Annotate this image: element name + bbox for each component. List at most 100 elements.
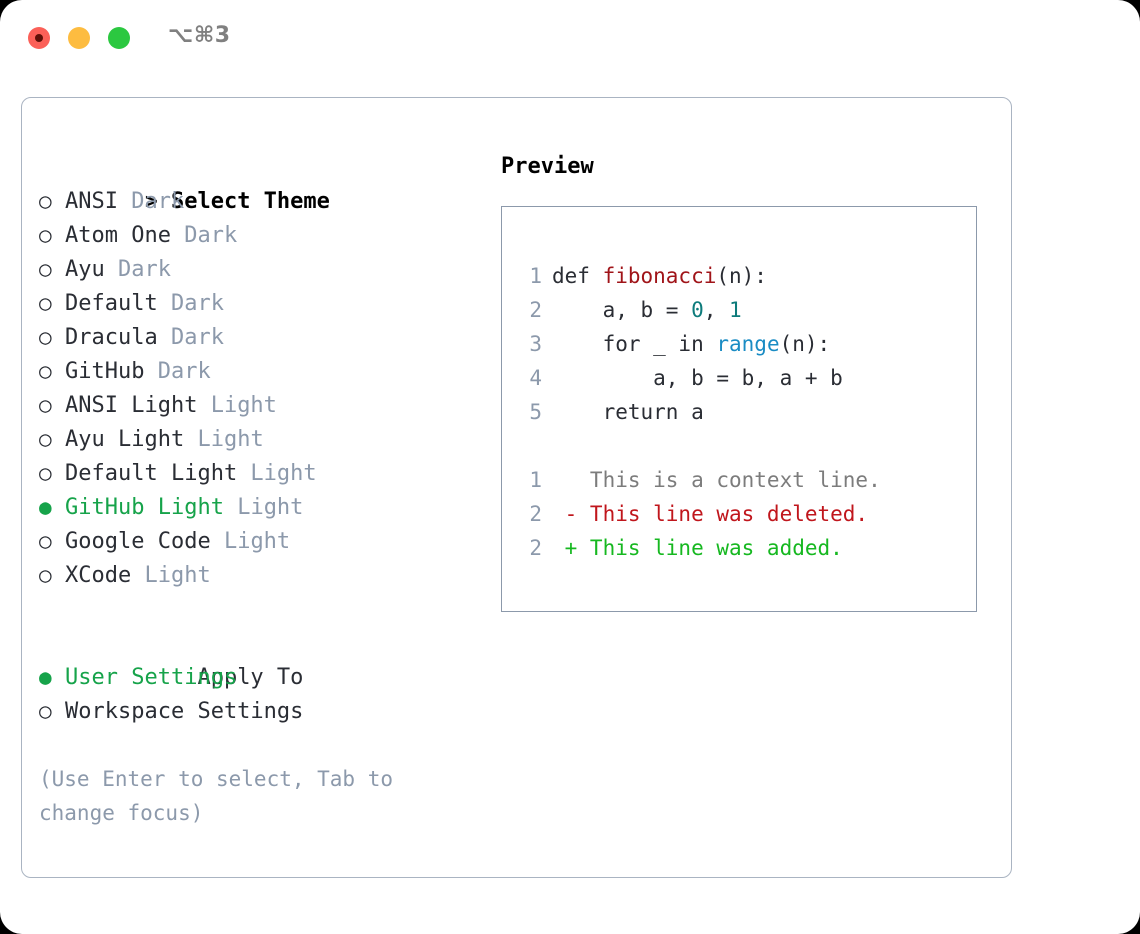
code-line: 3 for _ in range(n): xyxy=(520,327,976,361)
line-number: 4 xyxy=(529,366,542,390)
theme-item[interactable]: ○ Atom One Dark xyxy=(39,218,489,252)
code-token: fibonacci xyxy=(602,264,717,288)
keyboard-shortcut-label: ⌥⌘3 xyxy=(168,23,231,48)
theme-item-variant: Dark xyxy=(104,257,171,282)
radio-unselected-icon: ○ xyxy=(39,257,52,281)
line-number: 1 xyxy=(529,468,542,492)
code-token: (n): xyxy=(716,264,767,288)
code-token: - This line was deleted. xyxy=(552,502,869,526)
code-line: 4 a, b = b, a + b xyxy=(520,361,976,395)
theme-item-variant: Light xyxy=(184,427,264,452)
diff-line: 2 - This line was deleted. xyxy=(520,497,976,531)
code-line: 1 def fibonacci(n): xyxy=(520,259,976,293)
line-number: 2 xyxy=(529,298,542,322)
theme-item-variant: Dark xyxy=(157,291,224,316)
preview-title: Preview xyxy=(501,154,594,179)
radio-unselected-icon: ○ xyxy=(39,563,52,587)
code-token: This is a context line. xyxy=(552,468,881,492)
radio-unselected-icon: ○ xyxy=(39,359,52,383)
theme-item-label: ANSI xyxy=(65,189,118,214)
code-line: 2 a, b = 0, 1 xyxy=(520,293,976,327)
radio-unselected-icon: ○ xyxy=(39,427,52,451)
apply-to-header-label: Apply To xyxy=(197,665,304,690)
apply-to-item[interactable]: ● User Settings xyxy=(39,660,489,694)
theme-item-variant: Dark xyxy=(117,189,185,214)
theme-item[interactable]: ○ ANSI Dark xyxy=(39,184,489,218)
apply-to-item-label: Workspace Settings xyxy=(65,699,304,724)
theme-item-label: Default Light xyxy=(65,461,238,486)
code-token: return a xyxy=(552,400,704,424)
theme-item[interactable]: ○Google Code Light xyxy=(39,524,489,558)
line-number: 5 xyxy=(529,400,542,424)
theme-item[interactable]: ○ GitHub Dark xyxy=(39,354,489,388)
maximize-window-button[interactable] xyxy=(108,27,130,49)
code-token: def xyxy=(552,264,603,288)
code-diff-spacer xyxy=(520,429,976,463)
radio-unselected-icon: ○ xyxy=(39,223,52,247)
code-token: 0 xyxy=(691,298,704,322)
theme-item-variant: Light xyxy=(223,495,304,520)
theme-selection-column: >Select Theme ○ANSI Dark○Atom One Dark○A… xyxy=(39,150,489,830)
radio-unselected-icon: ○ xyxy=(39,291,52,315)
theme-item-variant: Light xyxy=(197,393,277,418)
apply-to-item-label: User Settings xyxy=(65,665,238,690)
radio-unselected-icon: ○ xyxy=(39,189,52,213)
apply-to-section: ○Apply To ● User Settings ○ Workspace Setti… xyxy=(39,626,489,728)
apply-to-header: ○Apply To xyxy=(39,626,489,690)
diff-line: 1 This is a context line. xyxy=(520,463,976,497)
theme-item[interactable]: ○ Default Light Light xyxy=(39,456,489,490)
line-number: 1 xyxy=(529,264,542,288)
select-theme-header-label: Select Theme xyxy=(170,189,330,214)
radio-unselected-icon: ○ xyxy=(39,529,52,553)
caret-icon: > xyxy=(144,189,158,213)
line-number: 3 xyxy=(529,332,542,356)
theme-item-label: Ayu xyxy=(65,257,105,282)
theme-item[interactable]: ○ ANSI Light Light xyxy=(39,388,489,422)
theme-item[interactable]: ○ Default Dark xyxy=(39,286,489,320)
radio-unselected-icon: ○ xyxy=(39,325,52,349)
line-number: 2 xyxy=(529,502,542,526)
theme-item-label: XCode xyxy=(65,563,132,588)
radio-unselected-icon: ○ xyxy=(39,393,52,417)
radio-selected-icon: ● xyxy=(39,495,52,519)
code-token: 1 xyxy=(729,298,742,322)
radio-selected-icon: ● xyxy=(39,665,52,689)
code-token: , xyxy=(703,298,730,322)
theme-picker-panel: >Select Theme ○ANSI Dark○Atom One Dark○A… xyxy=(21,97,1012,878)
title-bar: ⌥⌘3 xyxy=(0,0,1140,76)
code-token: a, b = xyxy=(552,298,692,322)
code-token: + This line was added. xyxy=(552,536,843,560)
code-token: for _ in xyxy=(552,332,717,356)
apply-to-item[interactable]: ○ Workspace Settings xyxy=(39,694,489,728)
minimize-window-button[interactable] xyxy=(68,27,90,49)
diff-sample: 1 This is a context line.2 - This line w… xyxy=(520,463,976,565)
theme-list: ○ ANSI Dark ○ Atom One Dark ○ Ayu Dark ○ Defaul… xyxy=(39,184,489,592)
theme-item-variant: Light xyxy=(210,529,291,554)
theme-item-label: Dracula xyxy=(65,325,158,350)
close-icon xyxy=(35,34,43,42)
theme-item[interactable]: ○ Ayu Light Light xyxy=(39,422,489,456)
theme-item[interactable]: ○Dracula Dark xyxy=(39,320,489,354)
theme-item-label: Default xyxy=(65,291,158,316)
line-number: 2 xyxy=(529,536,542,560)
theme-item-variant: Dark xyxy=(170,223,238,248)
theme-item-variant: Light xyxy=(237,461,317,486)
apply-to-list: ● User Settings ○ Workspace Settings xyxy=(39,660,489,728)
theme-item[interactable]: ○ XCode Light xyxy=(39,558,489,592)
theme-item-label: ANSI Light xyxy=(65,393,198,418)
theme-item-variant: Dark xyxy=(144,359,211,384)
theme-item-label: GitHub xyxy=(65,359,145,384)
theme-item-label: Ayu Light xyxy=(65,427,185,452)
theme-item[interactable]: ●GitHub Light Light xyxy=(39,490,489,524)
radio-unselected-icon: ○ xyxy=(39,699,52,723)
theme-item[interactable]: ○ Ayu Dark xyxy=(39,252,489,286)
theme-item-variant: Light xyxy=(131,563,211,588)
code-token: a, b = b, a + b xyxy=(552,366,843,390)
theme-item-label: Atom One xyxy=(65,223,171,248)
diff-line: 2 + This line was added. xyxy=(520,531,976,565)
select-theme-header: > Select Theme xyxy=(39,150,489,214)
radio-unselected-icon: ○ xyxy=(39,461,52,485)
